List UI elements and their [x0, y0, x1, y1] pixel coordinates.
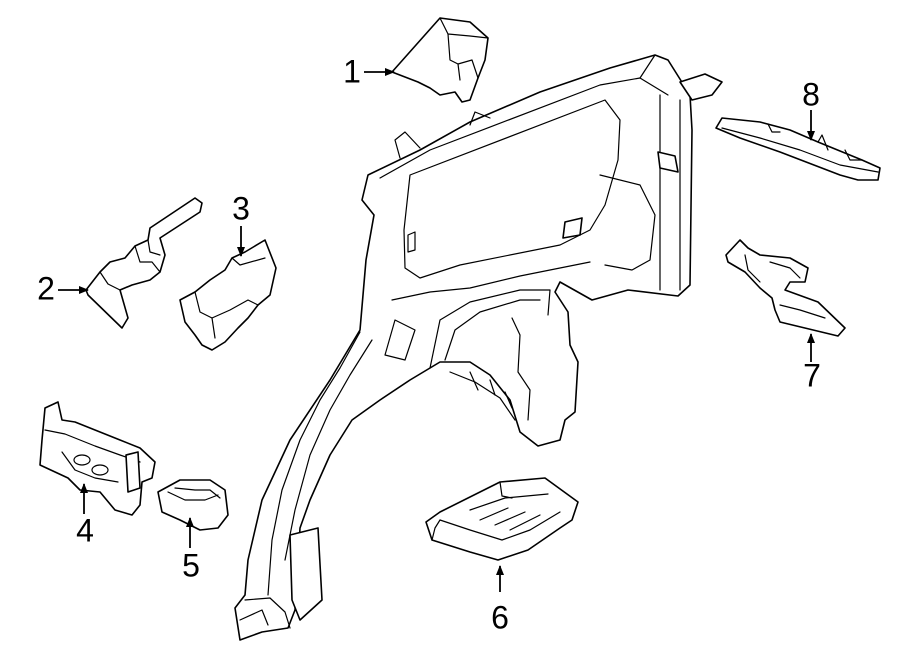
callout-6: 6	[491, 599, 509, 635]
callout-8: 8	[802, 76, 820, 112]
callout-7: 7	[803, 357, 821, 393]
part-6-storage-tray	[425, 477, 579, 561]
part-8-trim-bracket	[715, 117, 881, 181]
callout-4: 4	[76, 512, 94, 548]
callout-5: 5	[182, 547, 200, 583]
part-3-wheelhouse-bracket	[179, 239, 277, 351]
callout-2: 2	[37, 270, 55, 306]
part-7-support-bracket	[725, 239, 846, 337]
part-4-inner-panel-bracket	[39, 401, 156, 516]
part-5-bracket	[157, 479, 229, 531]
callout-labels: 1 2 3 4 5 6 7 8	[37, 53, 821, 635]
quarter-panel-assembly	[234, 54, 723, 641]
part-1-pillar-bracket	[391, 17, 489, 103]
callout-1: 1	[343, 53, 361, 89]
callout-3: 3	[232, 190, 250, 226]
leader-lines	[58, 68, 815, 592]
part-2-reinforcement	[85, 197, 203, 329]
